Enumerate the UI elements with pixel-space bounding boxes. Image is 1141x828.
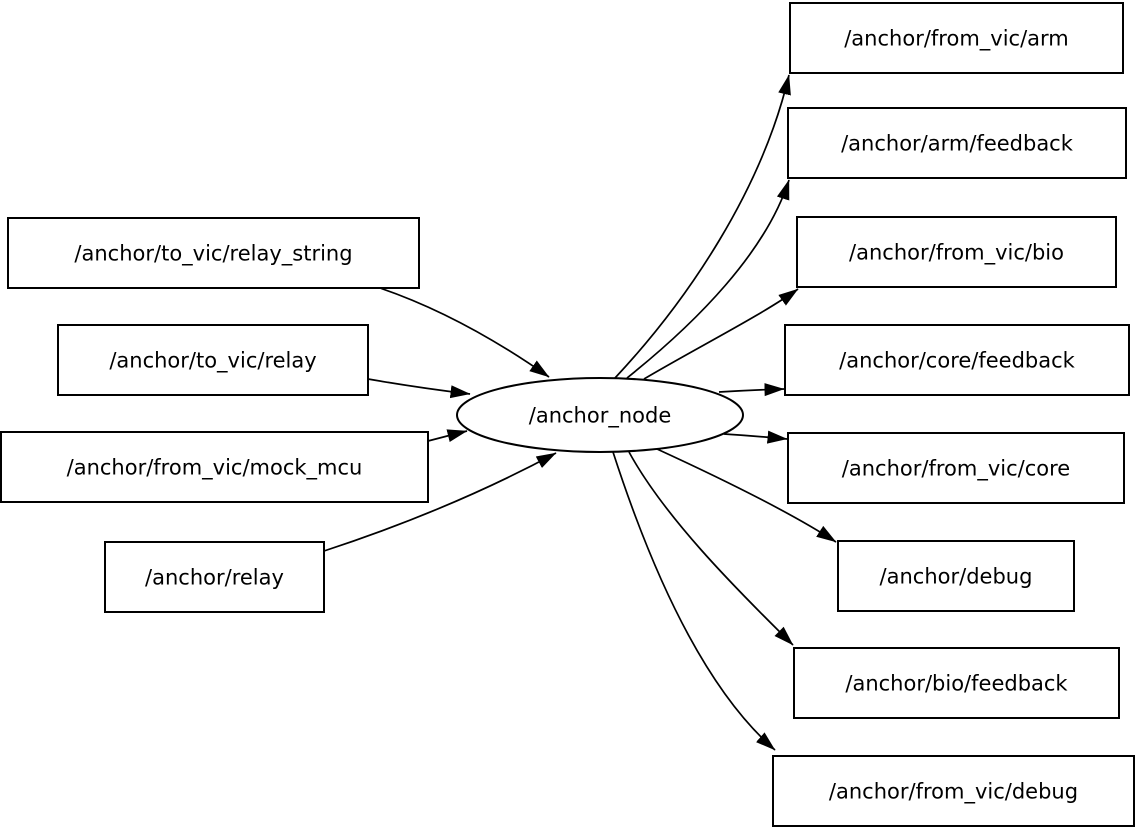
edge-from-vic-mock-mcu-to-anchor-node	[427, 429, 468, 443]
topic-box-shape	[787, 432, 1125, 504]
node-ellipse-shape	[456, 377, 744, 453]
topic-box-shape	[796, 216, 1117, 288]
topic-label: /anchor/to_vic/relay_string	[74, 242, 352, 267]
edge-anchor-node-to-arm-feedback	[626, 179, 790, 379]
topic-label: /anchor/core/feedback	[839, 349, 1076, 373]
topic-box-shape	[57, 324, 369, 396]
topic-box-shape	[772, 755, 1135, 827]
topic-box-arm-feedback: /anchor/arm/feedback	[787, 107, 1127, 179]
edge-anchor-node-to-from-vic-debug	[612, 451, 776, 751]
topic-label: /anchor/bio/feedback	[845, 672, 1068, 696]
topic-box-core-feedback: /anchor/core/feedback	[784, 324, 1130, 396]
edge-relay-to-anchor-node	[323, 452, 557, 552]
node-ellipse-anchor-node: /anchor_node	[456, 377, 744, 453]
topic-label: /anchor/arm/feedback	[841, 132, 1074, 156]
node-label: /anchor_node	[529, 404, 672, 429]
topic-box-shape	[789, 2, 1124, 74]
edge-anchor-node-to-debug	[656, 448, 837, 543]
topic-label: /anchor/debug	[880, 565, 1033, 589]
topic-box-shape	[7, 217, 420, 289]
topic-box-from-vic-mock-mcu: /anchor/from_vic/mock_mcu	[0, 431, 429, 503]
edges-layer	[323, 74, 837, 751]
topic-box-to-vic-relay: /anchor/to_vic/relay	[57, 324, 369, 396]
topic-label: /anchor/to_vic/relay	[109, 349, 316, 374]
edge-anchor-node-to-from-vic-bio	[643, 288, 799, 380]
topic-label: /anchor/from_vic/debug	[829, 780, 1078, 805]
edge-anchor-node-to-from-vic-core	[723, 430, 788, 444]
edge-to-vic-relay-string-to-anchor-node	[379, 287, 550, 378]
topic-box-from-vic-bio: /anchor/from_vic/bio	[796, 216, 1117, 288]
topic-box-to-vic-relay-string: /anchor/to_vic/relay_string	[7, 217, 420, 289]
topic-box-relay: /anchor/relay	[104, 541, 325, 613]
topic-label: /anchor/from_vic/arm	[844, 27, 1069, 52]
topic-box-debug: /anchor/debug	[837, 540, 1075, 612]
edge-anchor-node-to-bio-feedback	[628, 451, 794, 646]
topic-box-from-vic-arm: /anchor/from_vic/arm	[789, 2, 1124, 74]
edge-anchor-node-to-from-vic-arm	[614, 74, 791, 379]
topic-box-shape	[0, 431, 429, 503]
topic-label: /anchor/from_vic/mock_mcu	[67, 456, 363, 481]
topic-label: /anchor/relay	[145, 566, 284, 590]
topic-box-shape	[837, 540, 1075, 612]
topic-box-shape	[793, 647, 1120, 719]
topic-box-from-vic-debug: /anchor/from_vic/debug	[772, 755, 1135, 827]
topic-box-shape	[104, 541, 325, 613]
topic-box-bio-feedback: /anchor/bio/feedback	[793, 647, 1120, 719]
topic-label: /anchor/from_vic/bio	[849, 241, 1064, 266]
topic-box-from-vic-core: /anchor/from_vic/core	[787, 432, 1125, 504]
topic-box-shape	[787, 107, 1127, 179]
edge-to-vic-relay-to-anchor-node	[367, 378, 471, 399]
topic-label: /anchor/from_vic/core	[842, 457, 1070, 482]
edge-anchor-node-to-core-feedback	[718, 383, 785, 397]
topic-box-shape	[784, 324, 1130, 396]
